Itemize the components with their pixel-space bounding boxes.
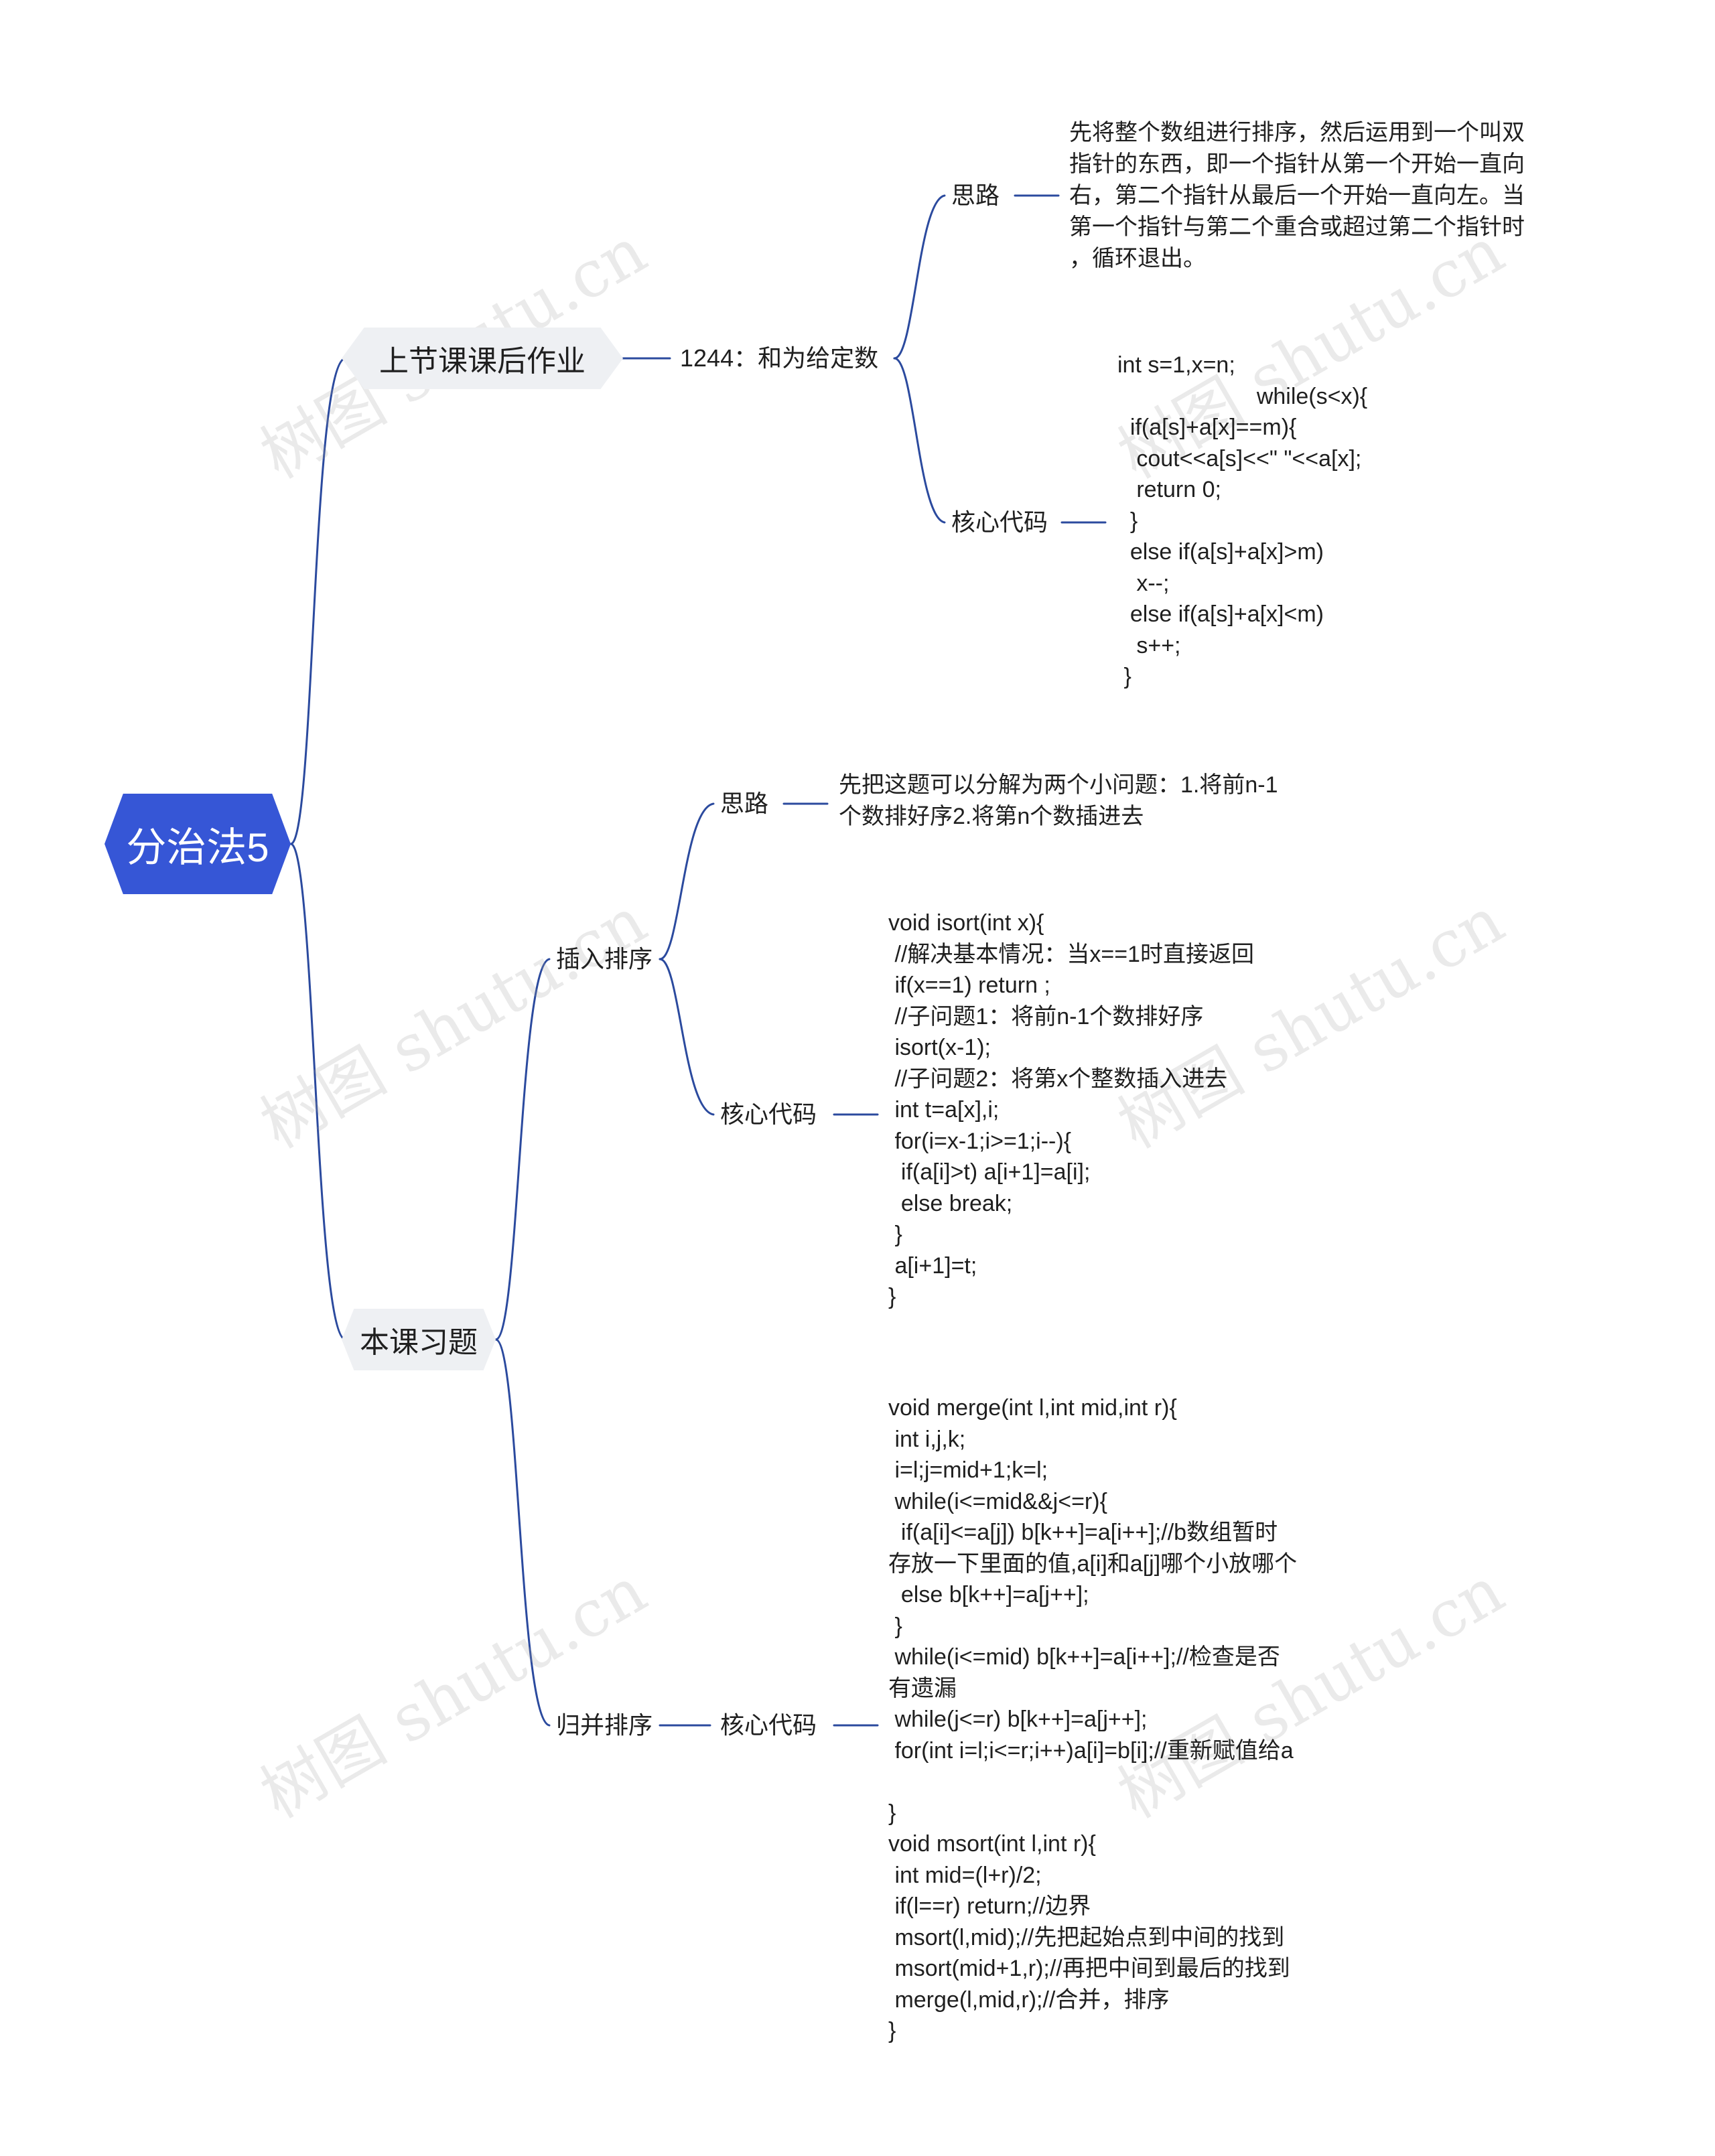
insertion-idea-node[interactable]: 思路 [720,789,768,818]
root-node[interactable]: 分治法5 [105,794,291,894]
link-exercise-insertion [494,958,551,1341]
branch-exercise-label: 本课习题 [360,1326,478,1359]
merge-label: 归并排序 [556,1711,653,1739]
link-root-homework [289,357,346,845]
homework-idea-text: 先将整个数组进行排序，然后运用到一个叫双 指针的东西，即一个指针从第一个开始一直… [1069,120,1525,271]
branch-homework[interactable]: 上节课课后作业 [342,328,623,389]
merge-code-node[interactable]: 核心代码 [720,1711,817,1740]
link-exercise-merge [494,1338,551,1727]
branch-exercise[interactable]: 本课习题 [342,1309,496,1370]
insertion-code-text: void isort(int x){ //解决基本情况：当x==1时直接返回 i… [888,910,1254,1309]
insertion-node[interactable]: 插入排序 [556,944,653,974]
homework-idea-label: 思路 [951,182,1000,209]
insertion-code-node[interactable]: 核心代码 [720,1100,817,1129]
merge-code-label: 核心代码 [720,1711,817,1739]
branch-homework-label: 上节课课后作业 [379,345,586,378]
link-problem-code [893,357,946,524]
merge-node[interactable]: 归并排序 [556,1711,653,1740]
link-root-exercise [289,843,346,1341]
homework-code-node[interactable]: 核心代码 [951,508,1048,537]
link-problem-idea [893,194,946,360]
homework-idea-node[interactable]: 思路 [951,181,1000,210]
insertion-code-label: 核心代码 [720,1100,817,1128]
problem-label: 1244：和为给定数 [680,344,879,372]
link-insertion-code [659,958,715,1116]
homework-code-text: int s=1,x=n; while(s<x){ if(a[s]+a[x]==m… [1117,352,1368,689]
insertion-idea-label: 思路 [720,790,769,817]
problem-node[interactable]: 1244：和为给定数 [680,344,878,373]
insertion-label: 插入排序 [556,945,653,973]
homework-code-label: 核心代码 [951,508,1048,536]
merge-code-text: void merge(int l,int mid,int r){ int i,j… [888,1395,1298,2043]
root-title: 分治法5 [126,824,269,870]
insertion-idea-text: 先把这题可以分解为两个小问题：1.将前n-1 个数排好序2.将第n个数插进去 [839,772,1278,829]
link-insertion-idea [659,802,715,960]
